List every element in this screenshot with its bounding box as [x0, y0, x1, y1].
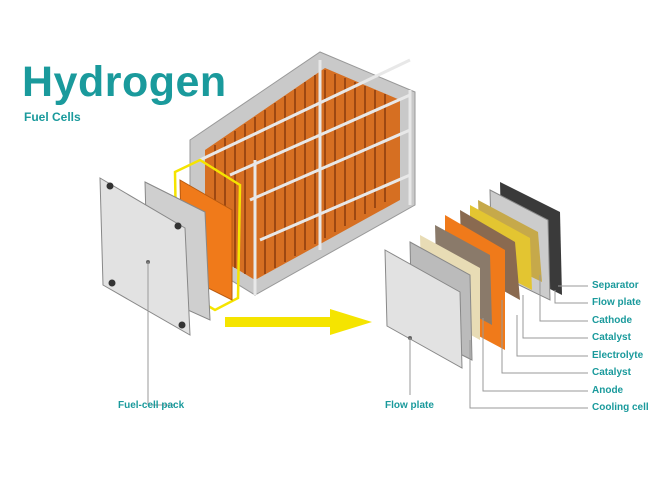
- label-cathode: Cathode: [592, 315, 632, 326]
- label-flow-plate-front: Flow plate: [385, 400, 434, 411]
- label-anode: Anode: [592, 385, 624, 396]
- label-catalyst-cathode: Catalyst: [592, 332, 631, 343]
- fuel-cell-pack: [99, 158, 242, 336]
- arrow-icon: [225, 309, 372, 335]
- label-fuel-cell-pack: Fuel-cell pack: [118, 400, 185, 411]
- label-flow-plate: Flow plate: [592, 297, 641, 308]
- label-separator: Separator: [592, 280, 639, 291]
- label-electrolyte: Electrolyte: [592, 350, 644, 361]
- exploded-cell-layers: [384, 182, 562, 369]
- label-catalyst-anode: Catalyst: [592, 367, 631, 378]
- page-title: Hydrogen: [22, 58, 227, 106]
- fuel-cell-stack: [189, 51, 416, 296]
- page-subtitle: Fuel Cells: [24, 110, 81, 124]
- label-cooling-cell: Cooling cell: [592, 402, 649, 413]
